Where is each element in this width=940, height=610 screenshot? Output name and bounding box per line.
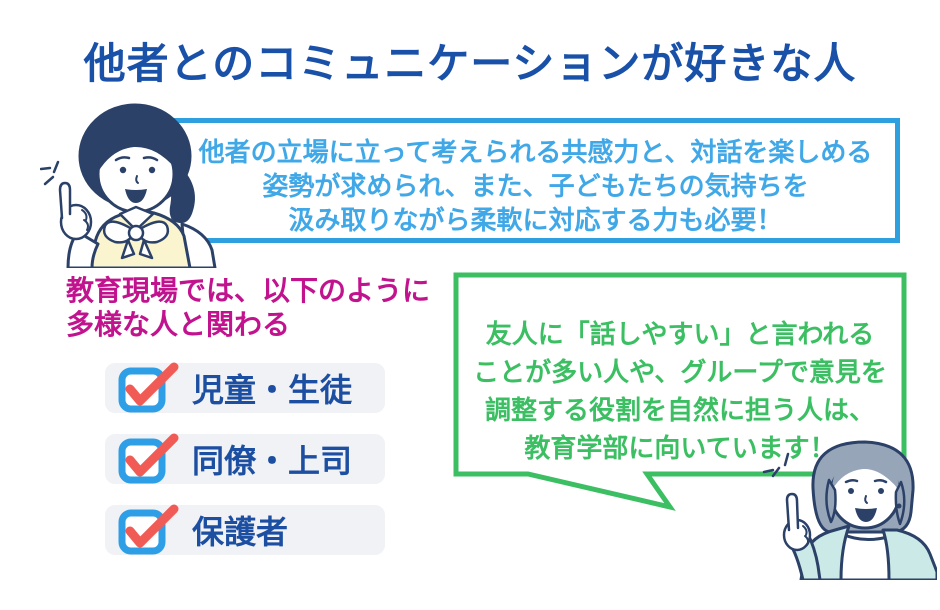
speech-bubble-text: 友人に「話しやすい」と言われる ことが多い人や、グループで意見を 調整する役割を… — [452, 315, 908, 467]
teacher-left-illustration — [40, 103, 217, 268]
context-heading-line: 多様な人と関わる — [66, 309, 291, 340]
checkbox-checked-icon — [118, 433, 179, 484]
checkbox-checked-icon — [118, 504, 179, 555]
checklist-label: 児童・生徒 — [192, 372, 353, 408]
callout-line: 汲み取りながら柔軟に対応する力も必要！ — [288, 205, 783, 235]
callout-line: 他者の立場に立って考えられる共感力と、対話を楽しめる — [198, 137, 873, 167]
speech-bubble-outline — [453, 272, 907, 511]
empathy-callout-box: 他者の立場に立って考えられる共感力と、対話を楽しめる 姿勢が求められ、また、子ど… — [171, 118, 900, 243]
speech-bubble-line: 友人に「話しやすい」と言われる — [485, 319, 875, 349]
checklist-row-guardians: 保護者 — [105, 504, 385, 555]
checklist-row-students: 児童・生徒 — [105, 362, 385, 413]
callout-text: 他者の立場に立って考えられる共感力と、対話を楽しめる 姿勢が求められ、また、子ど… — [176, 135, 895, 237]
advice-speech-bubble: 友人に「話しやすい」と言われる ことが多い人や、グループで意見を 調整する役割を… — [452, 271, 912, 516]
sparkle-lines-icon — [762, 452, 790, 478]
page-title: 他者とのコミュニケーションが好きな人 — [83, 40, 857, 87]
context-heading: 教育現場では、以下のように 多様な人と関わる — [66, 274, 430, 342]
checklist-label: 同僚・上司 — [192, 443, 353, 479]
speech-bubble-line: 教育学部に向いています！ — [524, 433, 836, 463]
teacher-right-illustration — [762, 440, 937, 580]
sparkle-lines-icon — [40, 160, 60, 186]
checklist-row-colleagues: 同僚・上司 — [105, 433, 385, 484]
context-heading-line: 教育現場では、以下のように — [66, 275, 431, 306]
speech-bubble-line: ことが多い人や、グループで意見を — [473, 357, 887, 387]
stakeholder-checklist: 児童・生徒 同僚・上司 保護者 — [105, 362, 385, 576]
checkbox-checked-icon — [118, 362, 179, 413]
callout-line: 姿勢が求められ、また、子どもたちの気持ちを — [262, 171, 809, 201]
checklist-label: 保護者 — [192, 514, 289, 550]
speech-bubble-line: 調整する役割を自然に担う人は、 — [484, 395, 875, 425]
